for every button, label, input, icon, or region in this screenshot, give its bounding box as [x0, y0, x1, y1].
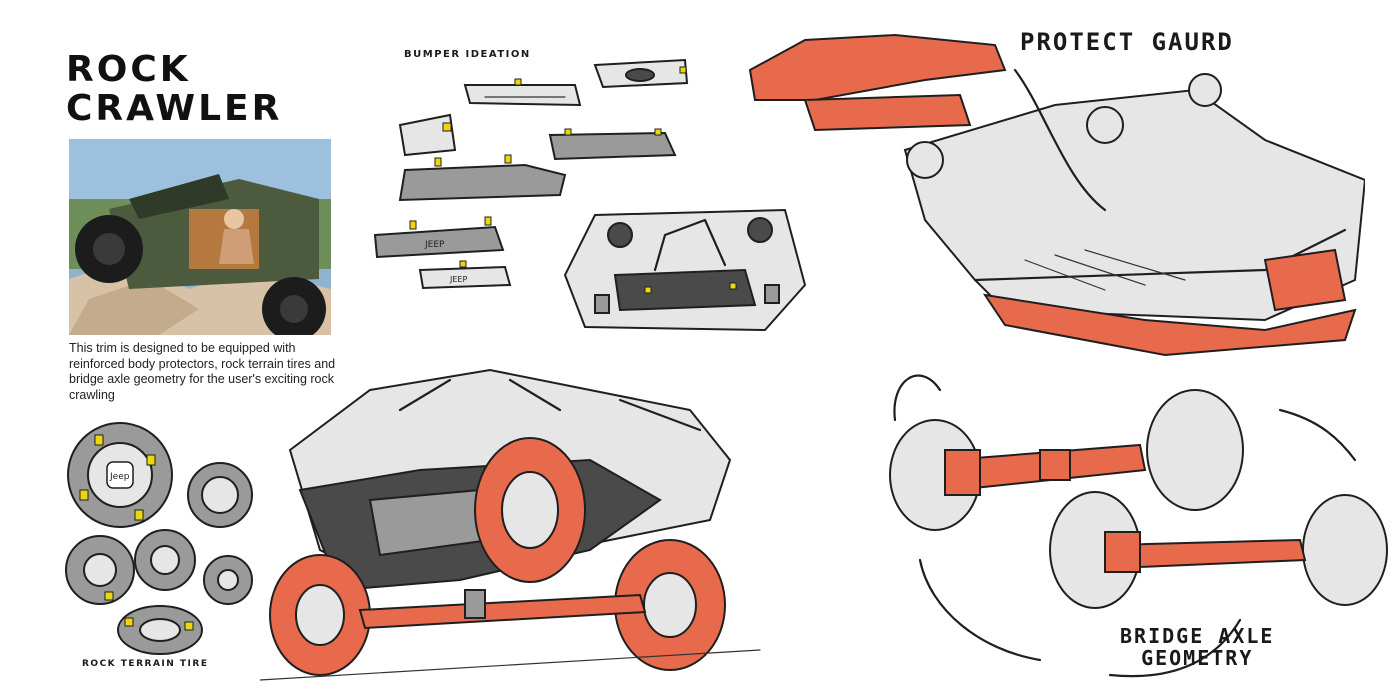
rock-terrain-tire-sketch: Jeep [67, 422, 173, 528]
rock-terrain-tire-label: ROCK TERRAIN TIRE [82, 659, 209, 669]
skid-plate-sketch [748, 33, 1007, 132]
trim-description: This trim is designed to be equipped wit… [69, 341, 336, 402]
bridge-axle-label: BRIDGE AXLE GEOMETRY [1120, 625, 1274, 669]
rock-terrain-tire-sketch [65, 535, 135, 605]
page-title: ROCK CRAWLER [66, 50, 282, 128]
jeep-rock-crawling-photo [69, 139, 331, 335]
bumper-sketch [548, 128, 677, 161]
bumper-badge-1: JEEP [424, 240, 445, 250]
bumper-sketch [593, 58, 689, 89]
bridge-axle-sketch [1049, 491, 1388, 609]
rock-terrain-tire-sketch [269, 554, 371, 676]
bumper-ideation-label: BUMPER IDEATION [404, 49, 531, 60]
rock-terrain-tire-sketches: Jeep [65, 422, 253, 655]
bridge-axle-sketch [889, 389, 1244, 531]
wheel-badge: Jeep [109, 472, 130, 482]
rock-terrain-tire-sketch [134, 529, 196, 591]
rock-crawler-vehicle-sketch [260, 368, 761, 681]
bumper-badge-2: JEEP [449, 275, 467, 284]
bumper-sketch: JEEP [418, 260, 512, 290]
protect-guard-label: PROTECT GAURD [1020, 28, 1234, 56]
bridge-axle-label-line-1: BRIDGE AXLE [1120, 624, 1275, 648]
rock-terrain-tire-sketch [187, 462, 253, 528]
protect-guard-sketches [748, 33, 1365, 357]
bumper-sketches: JEEP JEEP [373, 58, 807, 332]
bumper-sketch: JEEP [373, 216, 505, 259]
curved-arrow-icon [1108, 618, 1242, 678]
title-line-2: CRAWLER [66, 88, 283, 129]
rock-terrain-tire-sketch [203, 555, 253, 605]
bridge-axle-sketches [889, 374, 1388, 678]
bumper-sketch [398, 154, 567, 202]
title-line-1: ROCK [66, 49, 191, 90]
bumper-sketch [463, 78, 582, 107]
bumper-sketch [398, 113, 457, 157]
bridge-axle-label-line-2: GEOMETRY [1141, 646, 1254, 670]
curved-arrow-icon [918, 558, 1042, 662]
rock-terrain-tire-sketch [117, 605, 203, 655]
bumper-sketch [563, 208, 807, 332]
curved-arrow-icon [893, 374, 942, 422]
curved-arrow-icon [1013, 68, 1107, 212]
rock-terrain-tire-sketch [474, 437, 586, 583]
skid-plate-sketch [903, 73, 1365, 357]
curved-arrow-icon [1278, 408, 1357, 462]
